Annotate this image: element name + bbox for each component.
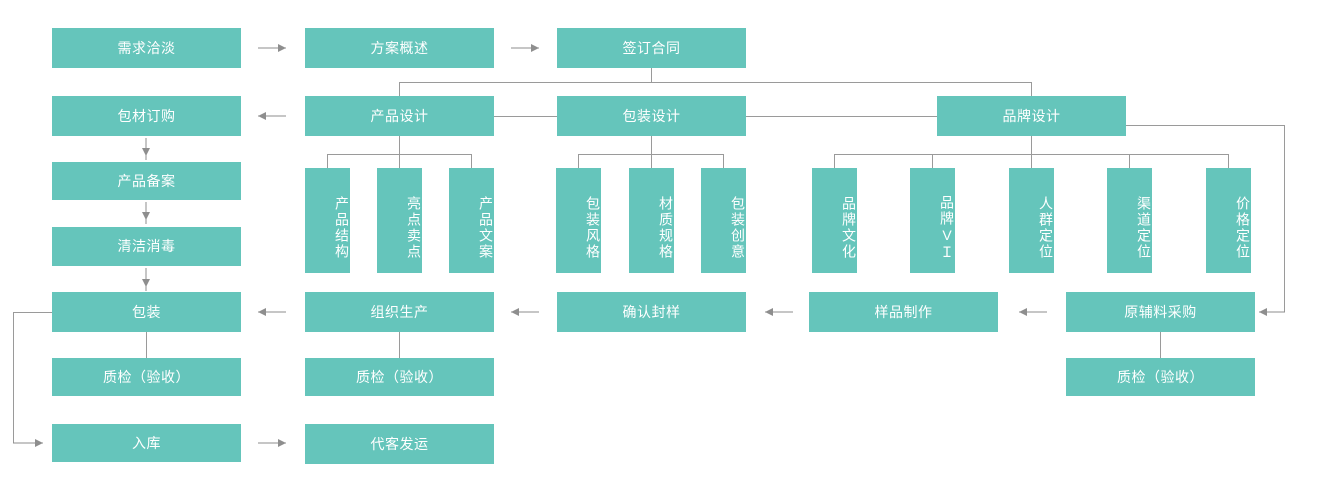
connector-brand-sub-4 (1129, 154, 1130, 168)
node-highlight-selling[interactable]: 亮点卖点 (377, 168, 422, 273)
arrow-confirm-sample-to-production (511, 306, 539, 318)
node-qc-production[interactable]: 质检（验收） (305, 358, 494, 396)
connector-brand-sub-2 (932, 154, 933, 168)
arrow-packaging-order-to-filing (140, 138, 152, 160)
connector-production-to-qc (399, 332, 400, 358)
node-clean-disinfect[interactable]: 清洁消毒 (52, 227, 241, 266)
node-price-position[interactable]: 价格定位 (1206, 168, 1251, 273)
connector-package-sub-2 (651, 154, 652, 168)
connector-package-sub-1 (578, 154, 579, 168)
connector-brand-sub-3 (1031, 154, 1032, 168)
connector-package-sub-3 (723, 154, 724, 168)
node-product-design[interactable]: 产品设计 (305, 96, 494, 136)
node-packaging-order[interactable]: 包材订购 (52, 96, 241, 136)
node-demand[interactable]: 需求洽淡 (52, 28, 241, 68)
arrow-sample-making-to-confirm (765, 306, 793, 318)
node-channel-position[interactable]: 渠道定位 (1107, 168, 1152, 273)
node-qc-material[interactable]: 质检（验收） (1066, 358, 1255, 396)
arrow-clean-to-packaging (140, 268, 152, 291)
arrow-filing-to-clean (140, 202, 152, 224)
connector-product-sub-1 (327, 154, 328, 168)
connector-product-to-package-design (494, 116, 557, 117)
arrow-demand-to-plan (258, 42, 286, 54)
connector-product-design-down (399, 136, 400, 154)
connector-contract-down (651, 68, 652, 82)
node-warehouse-in[interactable]: 入库 (52, 424, 241, 462)
connector-bus-to-brand-design (1031, 82, 1032, 96)
node-confirm-sample[interactable]: 确认封样 (557, 292, 746, 332)
connector-brand-sub-5 (1228, 154, 1229, 168)
node-package-style[interactable]: 包装风格 (556, 168, 601, 273)
connector-package-design-down (651, 136, 652, 154)
arrow-plan-to-contract (511, 42, 539, 54)
connector-design-bus (399, 82, 1031, 83)
connector-bus-to-product-design (399, 82, 400, 96)
node-organize-production[interactable]: 组织生产 (305, 292, 494, 332)
node-brand-culture[interactable]: 品牌文化 (812, 168, 857, 273)
arrow-material-purchase-to-sample (1019, 306, 1047, 318)
node-sample-making[interactable]: 样品制作 (809, 292, 998, 332)
node-material-spec[interactable]: 材质规格 (629, 168, 674, 273)
connector-package-sub-bus (578, 154, 723, 155)
node-material-purchase[interactable]: 原辅料采购 (1066, 292, 1255, 332)
connector-product-sub-3 (471, 154, 472, 168)
connector-right-rail-vertical (1284, 125, 1285, 312)
connector-material-purchase-to-qc (1160, 332, 1161, 358)
node-plan-overview[interactable]: 方案概述 (305, 28, 494, 68)
node-package-design[interactable]: 包装设计 (557, 96, 746, 136)
connector-packaging-to-qc (146, 332, 147, 358)
node-audience-position[interactable]: 人群定位 (1009, 168, 1054, 273)
connector-product-sub-2 (399, 154, 400, 168)
node-product-filing[interactable]: 产品备案 (52, 162, 241, 200)
connector-brand-sub-1 (834, 154, 835, 168)
node-package-creative[interactable]: 包装创意 (701, 168, 746, 273)
arrow-product-design-to-packaging-order (258, 110, 286, 122)
connector-brand-design-down (1031, 136, 1032, 154)
arrow-warehouse-to-shipping (258, 437, 286, 449)
node-qc-packaging[interactable]: 质检（验收） (52, 358, 241, 396)
node-brand-design[interactable]: 品牌设计 (937, 96, 1126, 136)
arrow-production-to-packaging (258, 306, 286, 318)
arrow-left-rail-to-warehouse-in (13, 437, 43, 449)
node-brand-vi[interactable]: 品牌VＩ (910, 168, 955, 273)
connector-package-to-brand-design (746, 116, 937, 117)
node-product-structure[interactable]: 产品结构 (305, 168, 350, 273)
node-proxy-shipping[interactable]: 代客发运 (305, 424, 494, 464)
node-sign-contract[interactable]: 签订合同 (557, 28, 746, 68)
connector-left-rail-vertical (13, 312, 14, 443)
connector-brand-to-right-rail (1126, 125, 1284, 126)
arrow-right-rail-to-material-purchase (1259, 306, 1285, 318)
node-product-copy[interactable]: 产品文案 (449, 168, 494, 273)
node-packaging[interactable]: 包装 (52, 292, 241, 332)
connector-packaging-to-left-rail (13, 312, 52, 313)
